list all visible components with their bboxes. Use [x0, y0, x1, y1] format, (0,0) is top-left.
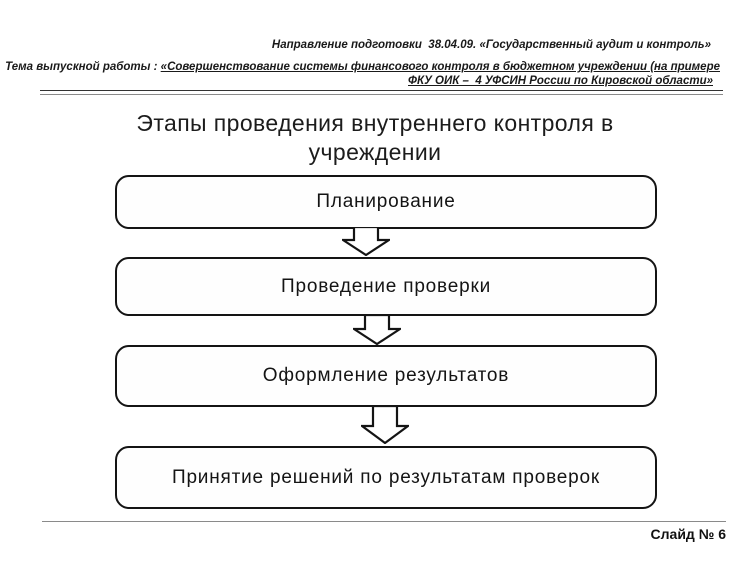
down-arrow-icon	[353, 315, 401, 345]
flow-step-label: Проведение проверки	[281, 275, 491, 297]
slide-title: Этапы проведения внутреннего контроля в …	[136, 110, 614, 165]
down-arrow-icon	[361, 406, 409, 444]
header-program-line: Направление подготовки 38.04.09. «Госуда…	[271, 39, 711, 51]
flow-step-label: Оформление результатов	[262, 365, 510, 386]
header-topic-prefix: Тема выпускной работы :	[5, 61, 161, 73]
flow-step-inspection: Проведение проверки	[115, 257, 657, 316]
header-topic-underlined-part2: ФКУ ОИК – 4 УФСИН России по Кировской об…	[408, 75, 713, 87]
down-arrow-icon	[342, 227, 390, 256]
flow-step-label: Планирование	[316, 191, 456, 212]
header-divider-rule	[40, 90, 723, 95]
flow-step-planning: Планирование	[115, 175, 657, 229]
slide-number: Слайд № 6	[650, 526, 726, 542]
footer-divider-rule	[42, 521, 726, 522]
header-topic-underlined-part1: «Совершенствование системы финансового к…	[160, 61, 720, 73]
flow-step-results-documentation: Оформление результатов	[115, 345, 657, 407]
flow-step-decision-making: Принятие решений по результатам проверок	[115, 446, 657, 509]
flow-step-label: Принятие решений по результатам проверок	[171, 466, 600, 488]
header-topic-line: Тема выпускной работы : «Совершенствован…	[5, 61, 720, 73]
header-topic-line2: ФКУ ОИК – 4 УФСИН России по Кировской об…	[408, 75, 713, 87]
